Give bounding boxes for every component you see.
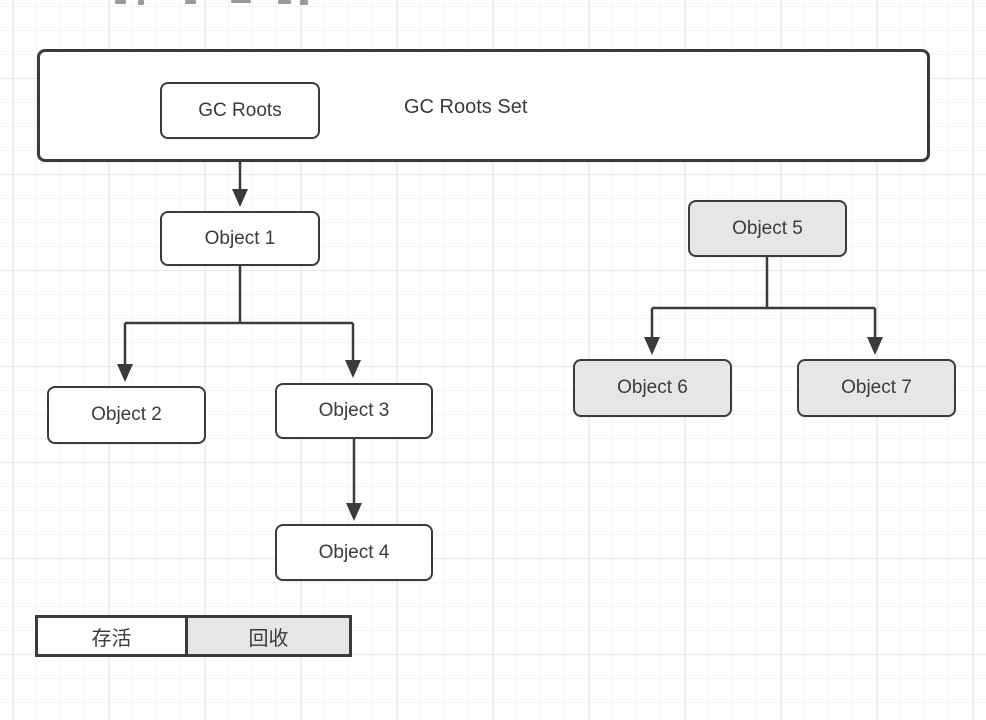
node-label: Object 7 (841, 377, 912, 398)
node-object-5: Object 5 (688, 200, 847, 257)
node-label: Object 2 (91, 404, 162, 425)
clipped-text-fragment (138, 0, 144, 5)
edge-object1-object2-object3 (117, 266, 361, 382)
clipped-text-fragment (278, 0, 291, 4)
clipped-text-fragment (115, 0, 126, 4)
node-label: Object 6 (617, 377, 688, 398)
node-label: Object 5 (732, 217, 803, 239)
legend-label-alive: 存活 (91, 627, 132, 650)
node-label: Object 3 (318, 400, 390, 421)
legend: 存活 回收 (35, 615, 352, 657)
clipped-text-fragment (300, 0, 308, 5)
node-object-7: Object 7 (797, 359, 956, 417)
node-object-2: Object 2 (47, 386, 206, 444)
node-object-3: Object 3 (275, 383, 433, 439)
clipped-text-fragment (231, 0, 251, 3)
legend-item-alive: 存活 (35, 615, 188, 657)
node-label: Object 1 (204, 227, 276, 249)
clipped-text-fragment (185, 0, 196, 4)
legend-label-recycle: 回收 (248, 627, 289, 650)
gc-roots-set-label: GC Roots Set (404, 96, 528, 118)
edge-object5-object6-object7 (644, 257, 883, 355)
node-label: Object 4 (318, 541, 390, 563)
node-object-1: Object 1 (160, 211, 320, 266)
edge-object3-object4 (346, 439, 362, 521)
node-object-4: Object 4 (275, 524, 433, 581)
legend-item-recycle: 回收 (188, 615, 352, 657)
node-object-6: Object 6 (573, 359, 732, 417)
node-gc-roots: GC Roots (160, 82, 320, 139)
node-label: GC Roots (198, 99, 282, 121)
